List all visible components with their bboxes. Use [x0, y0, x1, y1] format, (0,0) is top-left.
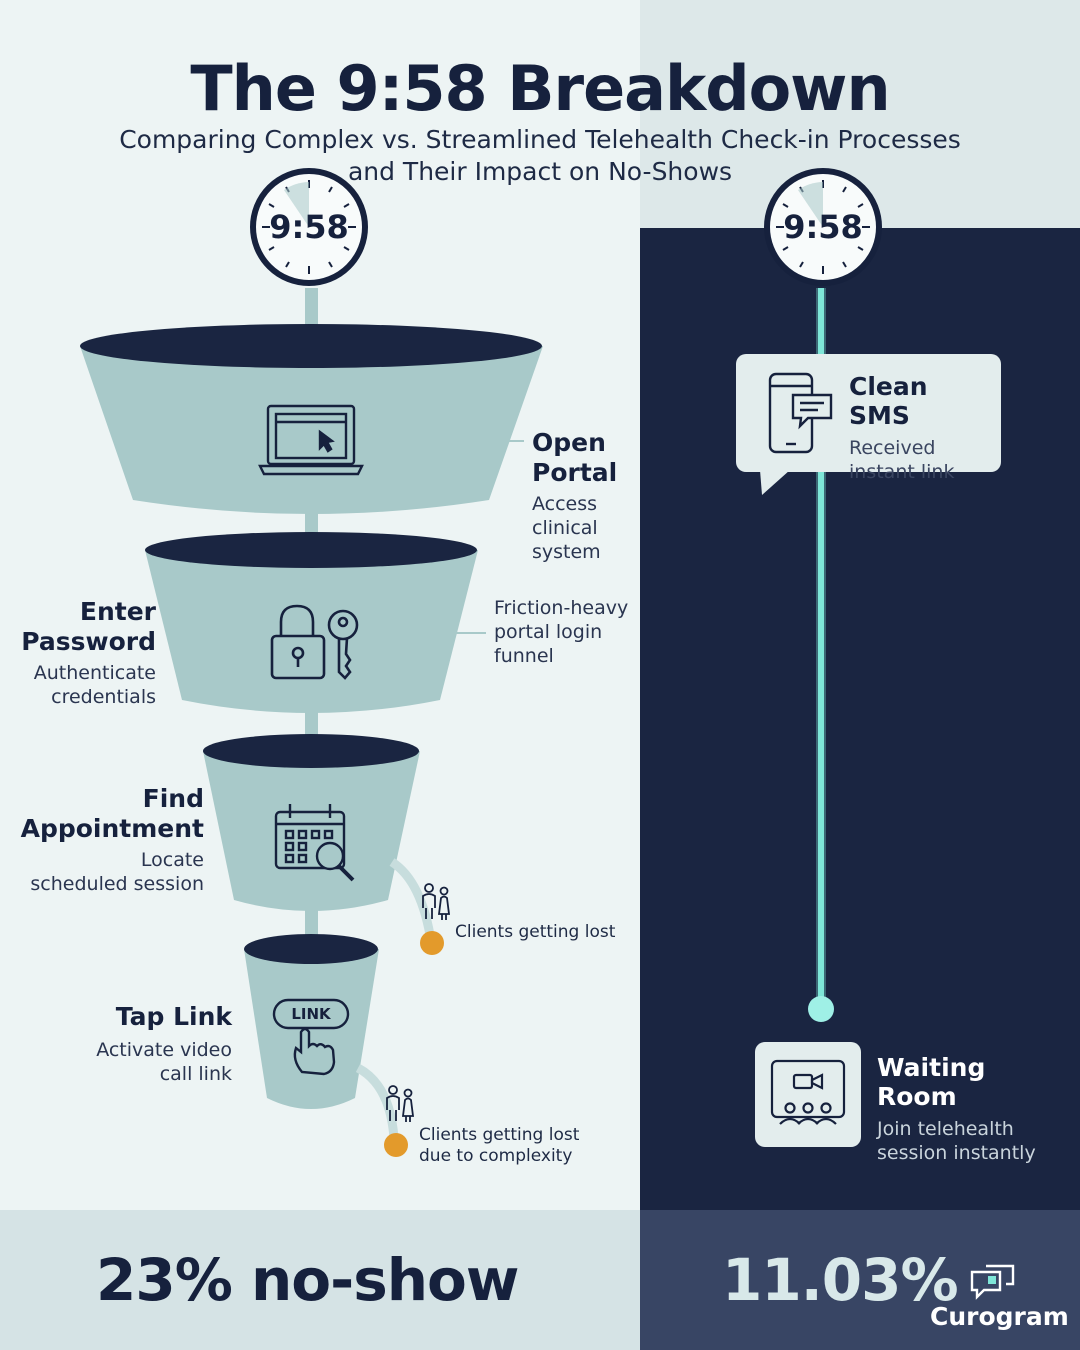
- tap-link-icon: [272, 998, 350, 1076]
- step-enter-password-desc-1: Authenticate: [33, 662, 156, 684]
- lost-dot-1: [420, 931, 444, 955]
- step-enter-password-desc-2: credentials: [51, 686, 156, 708]
- funnel-annotation-line-2: portal login: [494, 621, 603, 643]
- funnel-annotation-line-3: funnel: [494, 645, 554, 667]
- sms-card-shape: [736, 354, 1001, 495]
- lock-key-icon: [270, 604, 359, 680]
- step-enter-password-title-1: Enter: [79, 597, 156, 626]
- timeline-line: [818, 288, 824, 1008]
- step-find-appointment-desc-1: Locate: [140, 849, 204, 871]
- lost-label-2-line-2: due to complexity: [419, 1146, 573, 1166]
- step-open-portal-desc-2: clinical: [532, 517, 598, 539]
- clock-right-ticks: [776, 180, 870, 274]
- subtitle-line-2: and Their Impact on No-Shows: [347, 157, 733, 186]
- timeline-end-dot: [808, 996, 834, 1022]
- video-group-icon: [770, 1059, 846, 1125]
- link-badge-text: LINK: [291, 1005, 331, 1023]
- stat-no-show-streamlined: 11.03%: [722, 1246, 959, 1314]
- lost-label-2-line-1: Clients getting lost: [419, 1125, 580, 1145]
- phone-message-icon: [768, 372, 833, 454]
- waiting-room-desc-2: session instantly: [877, 1142, 1036, 1164]
- step-tap-link: Tap Link Activate video call link: [40, 1002, 232, 1086]
- right-stat-band: [640, 1210, 1080, 1350]
- clock-right: 9:58: [764, 168, 882, 286]
- step-tap-link-desc-2: call link: [159, 1063, 232, 1085]
- clock-right-time: 9:58: [783, 208, 863, 246]
- clock-left-time: 9:58: [269, 208, 349, 246]
- step-enter-password: Enter Password Authenticate credentials: [10, 597, 156, 709]
- page-subtitle: Comparing Complex vs. Streamlined Telehe…: [100, 124, 980, 188]
- step-find-appointment-title-1: Find: [142, 784, 204, 813]
- waiting-room: Waiting Room Join telehealth session ins…: [877, 1053, 1073, 1165]
- waiting-room-title: Waiting Room: [877, 1053, 986, 1111]
- funnel-segment-find-appointment: [203, 734, 420, 911]
- lost-label-2: Clients getting lost due to complexity: [419, 1125, 599, 1167]
- step-find-appointment-desc-2: scheduled session: [30, 873, 204, 895]
- lost-trail-2: [355, 1064, 399, 1139]
- step-open-portal-desc-1: Access: [532, 493, 598, 515]
- clock-left: 9:58: [250, 168, 368, 286]
- funnel-segment-enter-password: [145, 532, 478, 713]
- step-open-portal-title-1: Open: [532, 428, 606, 457]
- lost-label-1: Clients getting lost: [455, 922, 616, 942]
- waiting-room-desc-1: Join telehealth: [877, 1118, 1014, 1140]
- waiting-room-icon-box: [755, 1042, 861, 1147]
- people-icon-2: [386, 1085, 415, 1122]
- sms-card-title: Clean SMS: [849, 372, 928, 430]
- step-find-appointment-title-2: Appointment: [20, 814, 204, 843]
- left-stat-band: [0, 1210, 640, 1350]
- lost-dot-2: [384, 1133, 408, 1157]
- step-open-portal-title-2: Portal: [532, 458, 618, 487]
- step-tap-link-desc-1: Activate video: [96, 1039, 232, 1061]
- funnel-segment-open-portal: [80, 324, 543, 514]
- calendar-search-icon: [274, 804, 355, 882]
- sms-card-desc-1: Received: [849, 437, 936, 459]
- step-open-portal-desc-3: system: [532, 541, 601, 563]
- brand-logo-text: Curogram: [930, 1302, 1069, 1331]
- step-tap-link-title: Tap Link: [115, 1002, 232, 1031]
- people-icon-1: [422, 883, 451, 920]
- stat-no-show-complex: 23% no-show: [96, 1246, 519, 1314]
- lost-trail-1: [389, 858, 435, 936]
- clock-left-ticks: [262, 180, 356, 274]
- funnel-annotation-line-1: Friction-heavy: [494, 597, 629, 619]
- laptop-icon: [258, 404, 364, 476]
- sms-card-desc-2: instant link: [849, 461, 955, 483]
- brand-chat-icon: [970, 1264, 1015, 1300]
- sms-card: Clean SMS Received instant link: [849, 372, 994, 484]
- page-title: The 9:58 Breakdown: [190, 52, 890, 125]
- step-enter-password-title-2: Password: [21, 627, 156, 656]
- subtitle-line-1: Comparing Complex vs. Streamlined Telehe…: [119, 125, 961, 154]
- funnel-annotation: Friction-heavy portal login funnel: [494, 596, 644, 668]
- step-find-appointment: Find Appointment Locate scheduled sessio…: [10, 784, 204, 896]
- step-open-portal: Open Portal Access clinical system: [532, 428, 652, 564]
